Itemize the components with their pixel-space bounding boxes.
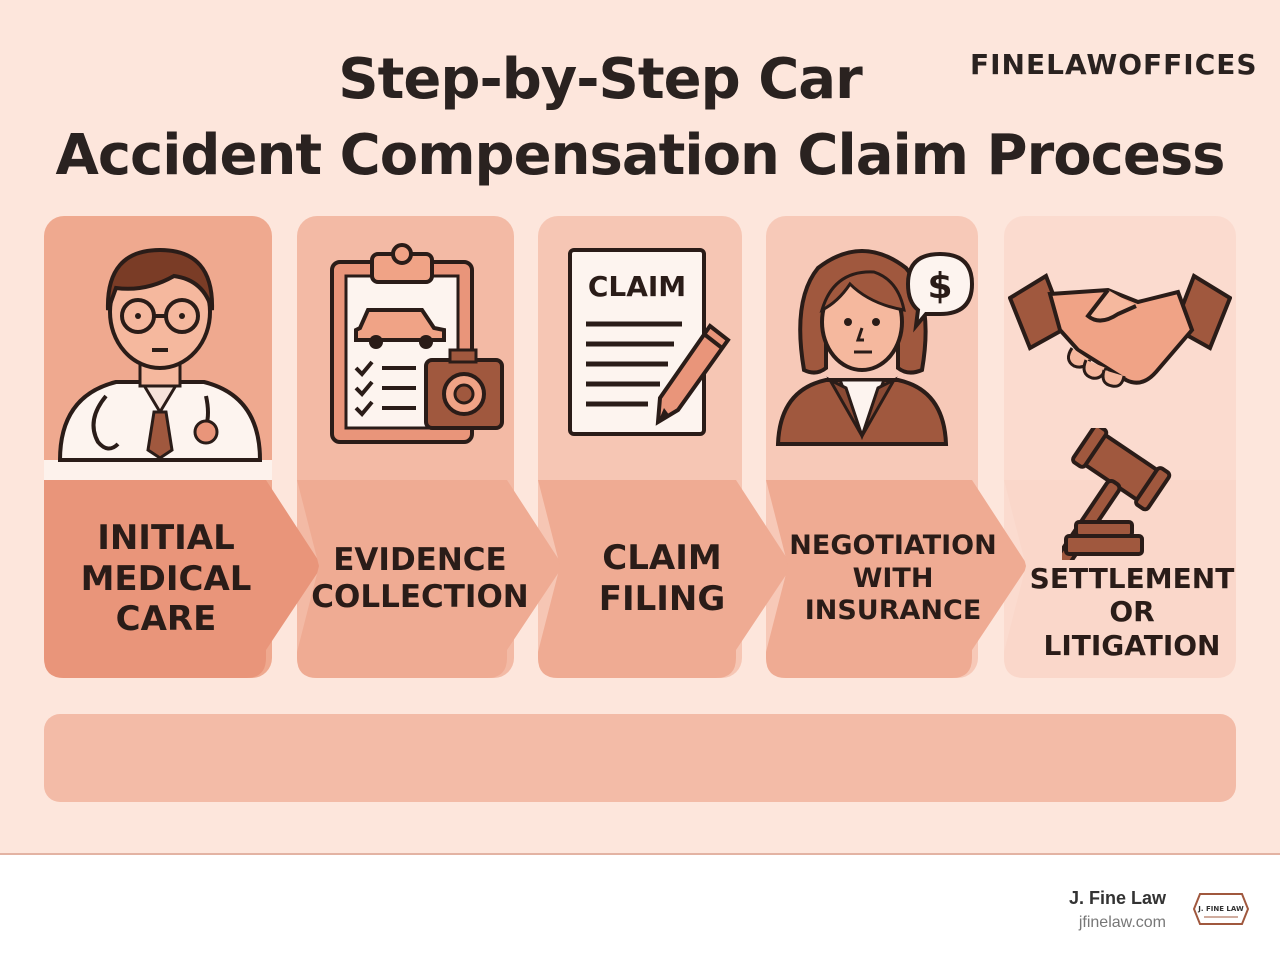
- claim-document-pen-icon: CLAIM: [568, 248, 731, 436]
- dollar-bubble-text: $: [927, 266, 952, 307]
- step-1: INITIAL MEDICAL CARE: [44, 460, 324, 678]
- step-3-arrow-shape: [538, 480, 792, 678]
- step-2: EVIDENCE COLLECTION: [297, 460, 567, 678]
- bottom-banner-bar: [44, 714, 1236, 802]
- claim-document-text: CLAIM: [588, 270, 686, 303]
- negotiator-icon: $: [775, 249, 975, 446]
- step-1-label: INITIAL MEDICAL CARE: [80, 517, 252, 640]
- step-5-shape: [1004, 480, 1236, 678]
- gavel-icon: [1062, 428, 1172, 560]
- step-3: CLAIM FILING: [538, 460, 798, 678]
- clipboard-camera-icon: [330, 243, 504, 444]
- step-2-label: EVIDENCE COLLECTION: [311, 541, 529, 615]
- firm-url: jfinelaw.com: [1078, 914, 1166, 931]
- step-4-label: NEGOTIATION WITH INSURANCE: [789, 530, 997, 627]
- seal-text: J. FINE LAW: [1197, 905, 1244, 913]
- step-1-arrow-shape: [44, 460, 322, 678]
- footer: [0, 855, 1280, 961]
- handshake-icon: [1008, 273, 1232, 388]
- firm-name: J. Fine Law: [1068, 888, 1166, 908]
- step-4-arrow-shape: [766, 480, 1028, 678]
- doctor-icon: [57, 247, 263, 462]
- step-5-label: SETTLEMENT OR LITIGATION: [1029, 561, 1235, 662]
- law-firm-seal-icon: J. FINE LAW: [1192, 893, 1250, 925]
- step-4: NEGOTIATION WITH INSURANCE: [766, 460, 1032, 678]
- brand-wordmark: FINELAWOFFICES: [970, 48, 1258, 81]
- step-3-label: CLAIM FILING: [598, 538, 726, 619]
- step-2-arrow-shape: [297, 480, 563, 678]
- title-line-2: Accident Compensation Claim Process: [55, 123, 1226, 188]
- step-5: SETTLEMENT OR LITIGATION: [1004, 460, 1236, 678]
- title-line-1: Step-by-Step Car: [338, 47, 862, 112]
- page-title: Step-by-Step Car Accident Compensation C…: [0, 44, 1280, 192]
- footer-divider: [0, 853, 1280, 855]
